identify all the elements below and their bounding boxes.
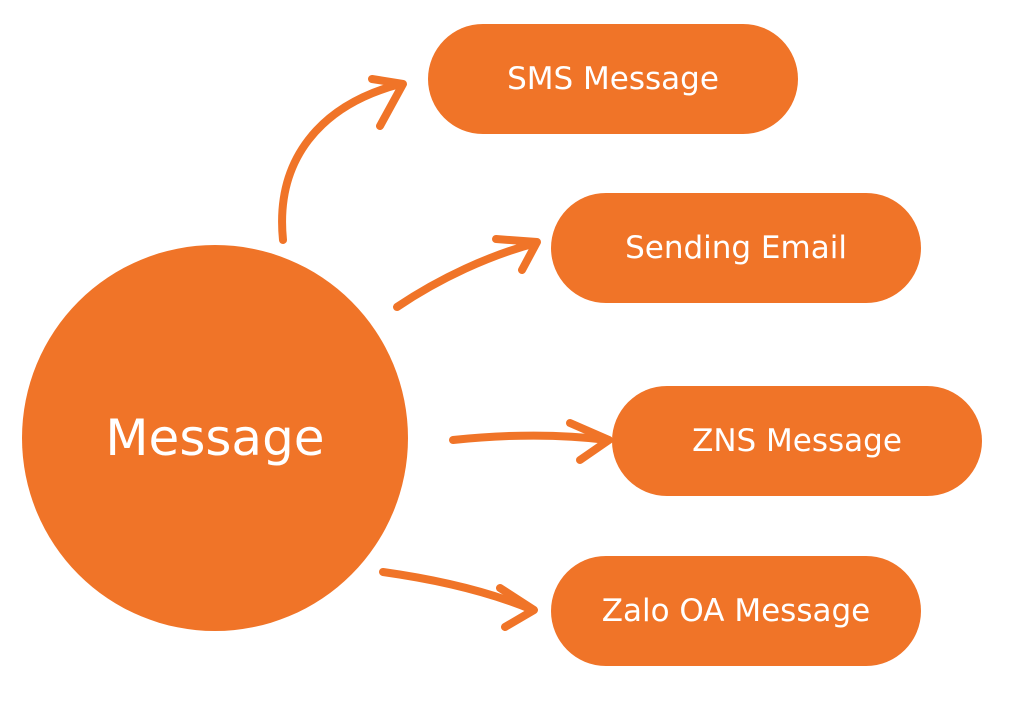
sending-email-node: Sending Email — [551, 193, 921, 303]
message-node: Message — [22, 245, 408, 631]
arrow-to-sms — [278, 75, 407, 244]
zalo-oa-message-node: Zalo OA Message — [551, 556, 921, 666]
arrow-to-zns — [449, 419, 613, 464]
arrow-to-zalo — [379, 568, 538, 631]
sms-message-node: SMS Message — [428, 24, 798, 134]
zns-message-label: ZNS Message — [692, 423, 902, 459]
message-label: Message — [105, 409, 325, 467]
arrow-to-email — [393, 235, 541, 311]
zalo-oa-message-label: Zalo OA Message — [601, 593, 871, 629]
sms-message-label: SMS Message — [507, 61, 719, 97]
zns-message-node: ZNS Message — [612, 386, 982, 496]
sending-email-label: Sending Email — [625, 230, 847, 266]
